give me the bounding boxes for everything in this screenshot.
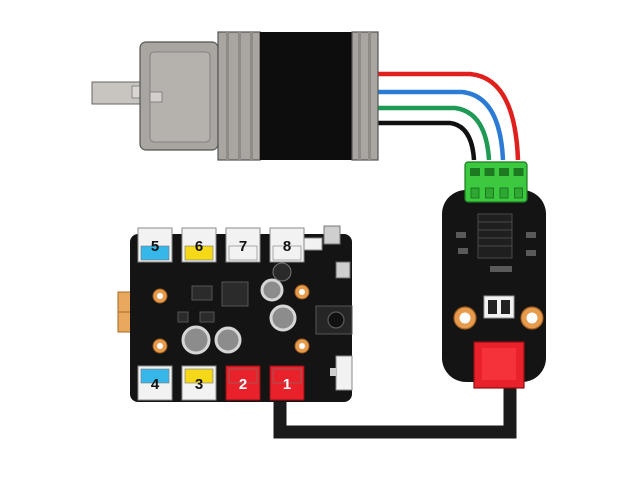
terminal-screw [499,187,509,199]
terminal-screw [514,187,523,199]
terminal-slot [499,168,509,176]
capacitor-1 [181,325,211,355]
controller-board: 5 6 7 8 4 3 2 1 [117,225,353,402]
driver-terminal-block [464,161,528,203]
controller-top-ports: 5 6 7 8 [137,227,305,263]
bottom-port-label: 4 [151,376,160,393]
top-port-5-color [140,245,170,261]
motor-endcap [351,31,379,161]
top-port-label: 5 [151,238,159,255]
bottom-port-2-color [228,368,258,384]
terminal-slot [484,168,495,176]
stepper-driver [442,161,546,389]
controller-pcb [130,234,352,402]
bottom-port-4-color [140,368,170,384]
terminal-screw [485,187,494,199]
capacitor-4 [260,278,284,302]
top-port-6-color [184,245,214,261]
top-port-label: 8 [283,238,291,255]
capacitor-2 [214,326,242,354]
controller-bottom-ports: 4 3 2 1 [137,365,305,401]
bottom-port-label: 2 [239,376,247,393]
driver-heatsink [477,213,513,259]
driver-pcb [442,190,546,382]
controller-side-connector [335,355,353,391]
bottom-port-1-color [272,368,302,384]
wire-green [378,105,492,161]
terminal-slot [513,168,524,176]
controller-chip-main [221,281,249,307]
wire-black [378,120,477,161]
bottom-port-3-color [184,368,214,384]
motor-wires [378,71,521,161]
stepper-motor [91,31,379,161]
wire-blue [378,89,506,161]
rj25-cable [273,385,517,439]
bottom-port-label: 3 [195,376,203,393]
wire-red [378,71,521,161]
top-port-7-color [228,245,258,261]
controller-chip-2 [191,285,213,301]
controller-usb [335,261,351,279]
bottom-port-label: 1 [283,376,291,393]
capacitor-3 [269,304,297,332]
top-port-label: 6 [195,238,203,255]
motor-core [260,32,356,160]
controller-dc-jack [315,305,353,335]
top-port-label: 7 [239,238,247,255]
terminal-slot [470,168,480,176]
terminal-screw [470,187,480,199]
controller-buzzer [272,262,292,282]
top-port-8-color [272,245,302,261]
